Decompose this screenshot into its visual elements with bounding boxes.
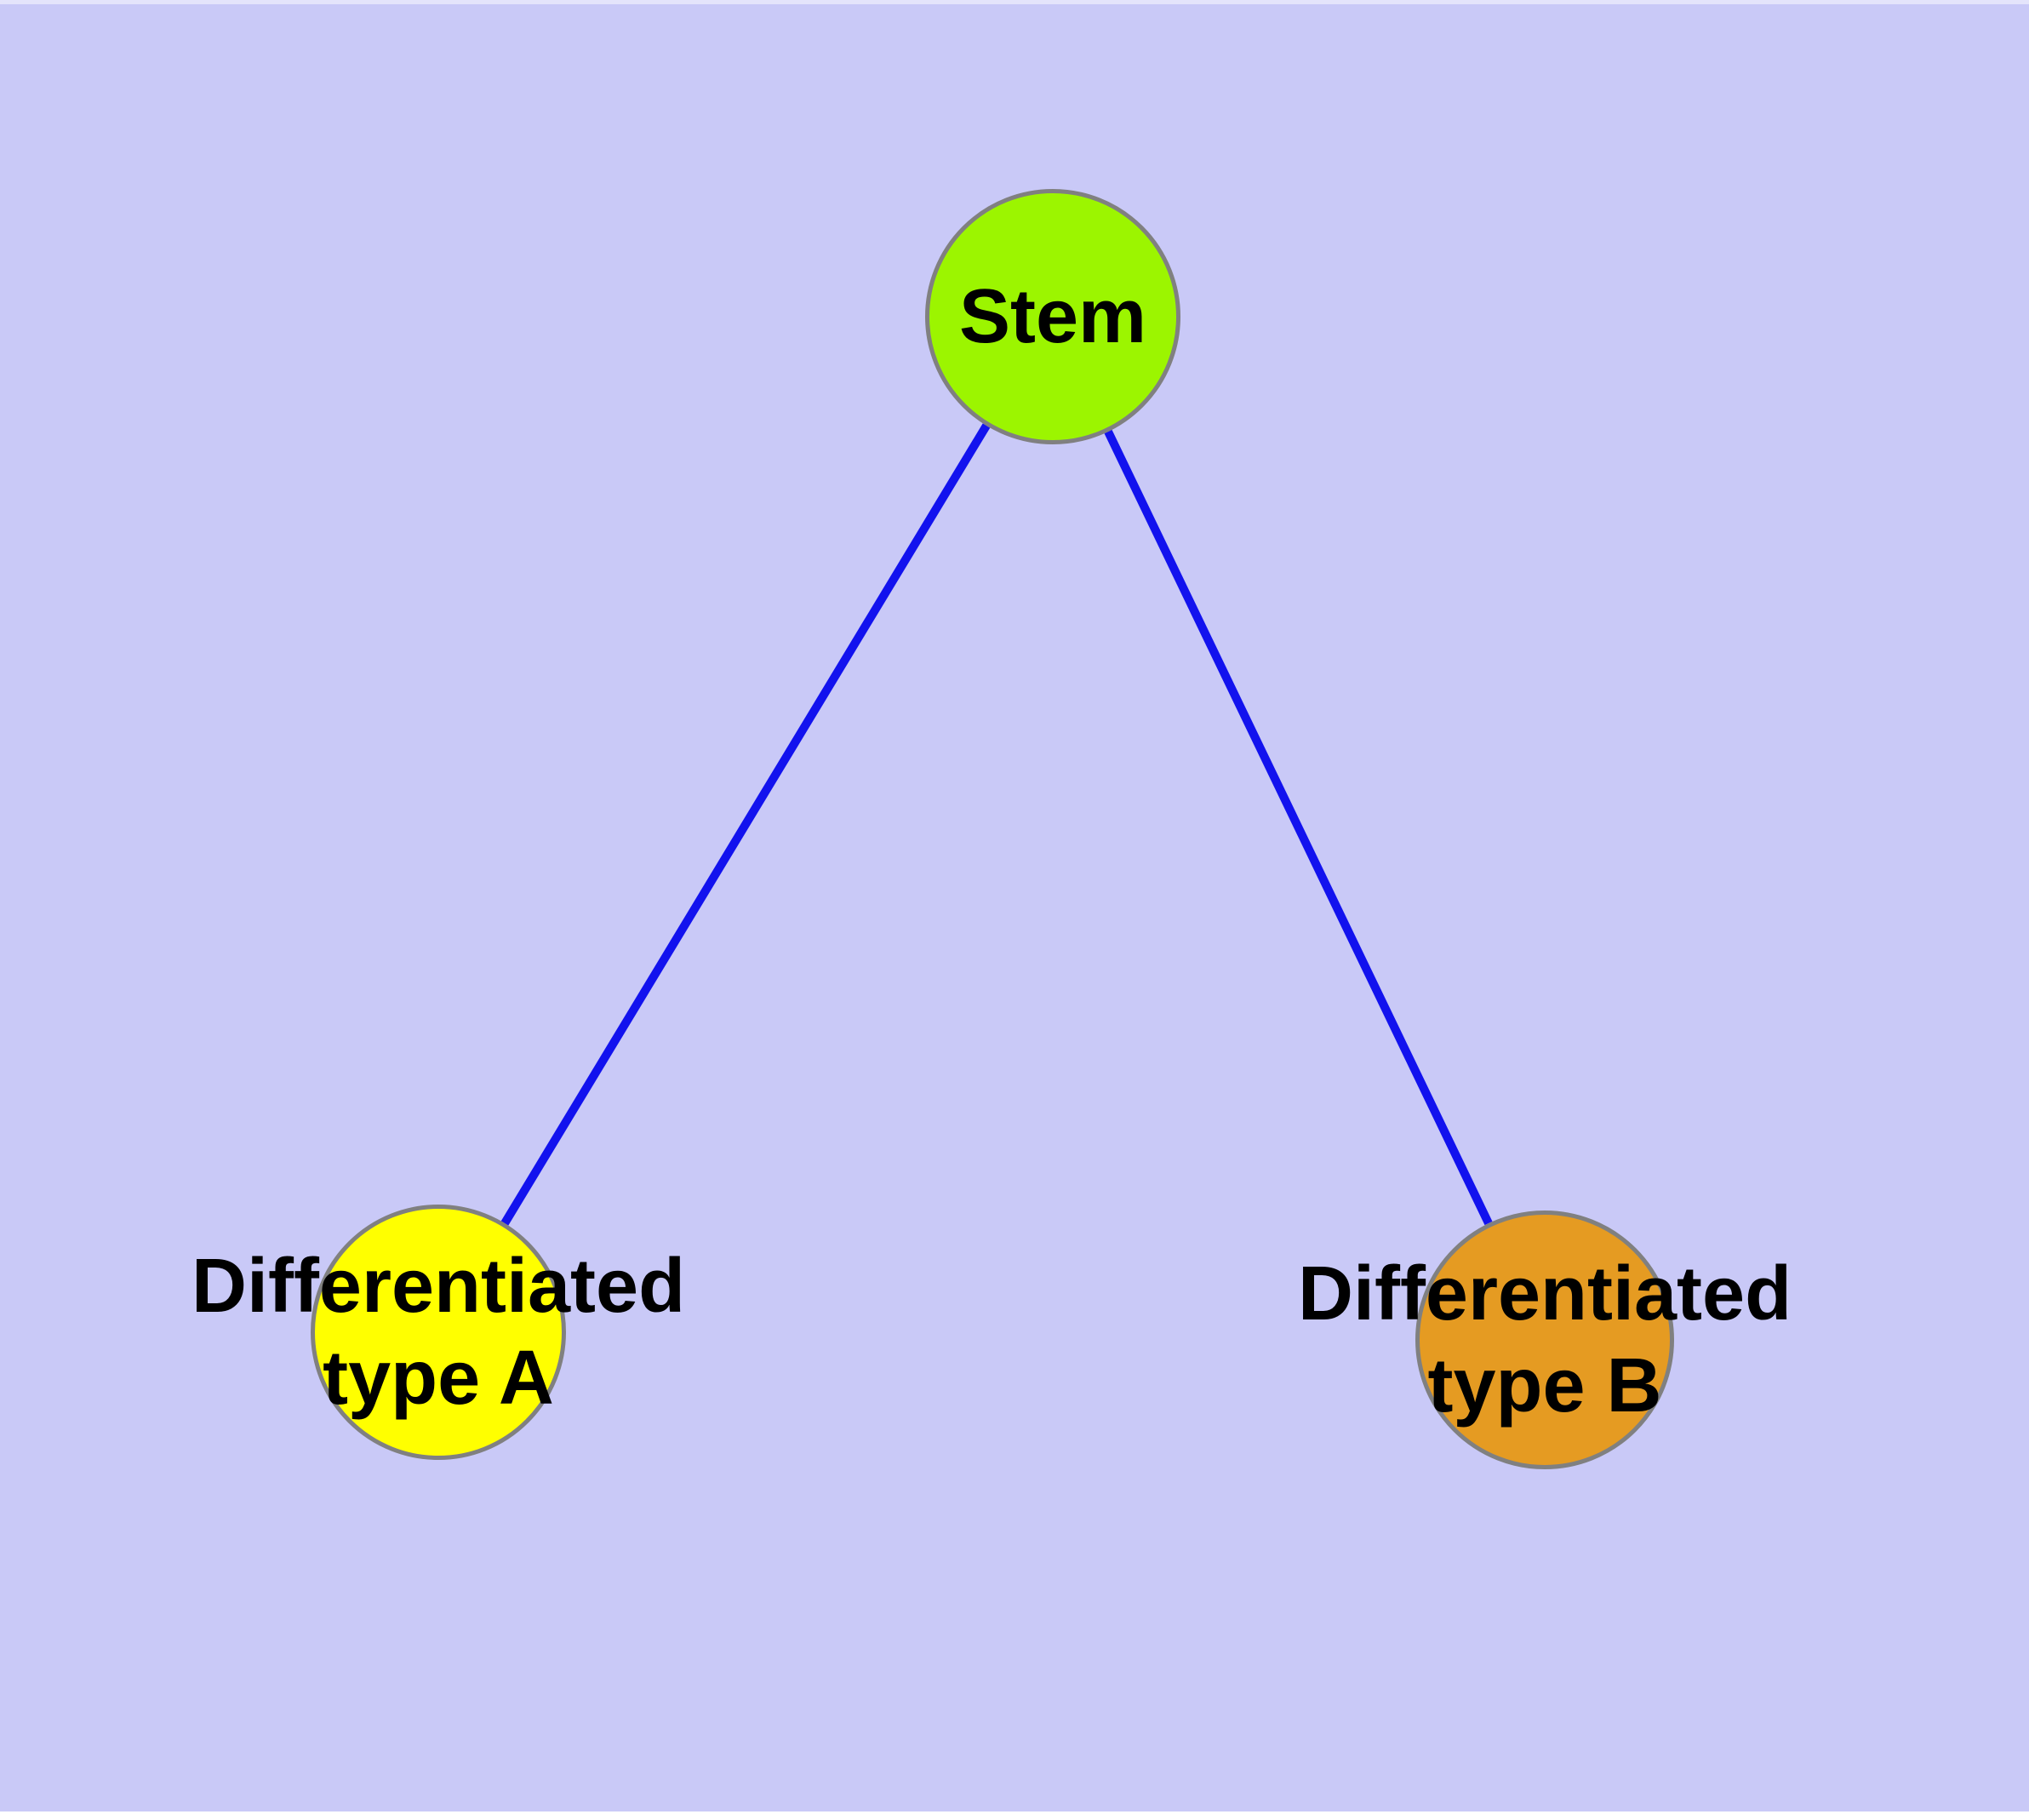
node-type-b-label-line-1: Differentiated [1297, 1251, 1792, 1336]
node-type-b-label: Differentiated type B [1298, 1248, 1792, 1432]
node-stem-label: Stem [959, 271, 1146, 363]
canvas-top-edge [0, 0, 2029, 4]
node-type-a-label-line-1: Differentiated [191, 1244, 686, 1329]
node-differentiated-type-b[interactable]: Differentiated type B [1298, 1210, 1792, 1469]
canvas-bottom-edge [0, 1811, 2029, 1820]
node-differentiated-type-a[interactable]: Differentiated type A [191, 1205, 685, 1460]
node-stem[interactable]: Stem [925, 189, 1180, 444]
edge-stem-to-type-a[interactable] [500, 423, 991, 1226]
node-stem-label-line: Stem [958, 274, 1147, 359]
node-type-a-label-line-2: type A [323, 1336, 554, 1421]
node-type-a-label: Differentiated type A [191, 1240, 685, 1424]
node-type-b-label-line-2: type B [1427, 1343, 1662, 1428]
edge-stem-to-type-b[interactable] [1104, 429, 1493, 1226]
